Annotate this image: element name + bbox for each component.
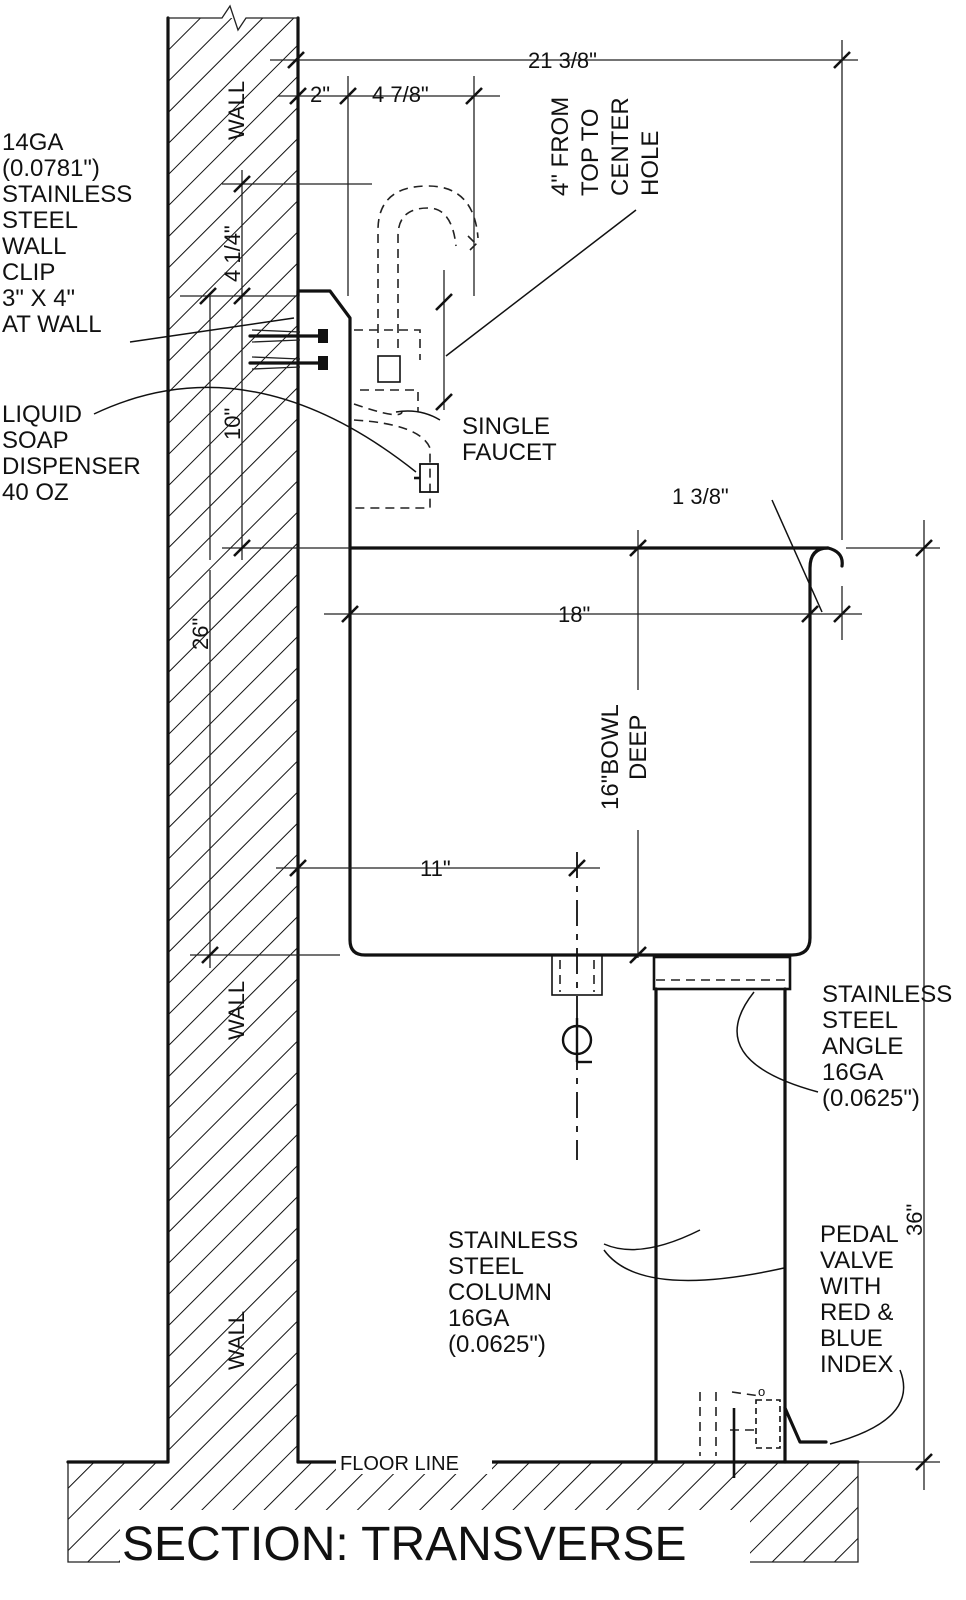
faucet [353,185,481,416]
floor-label-bg [336,1448,492,1474]
section-title: SECTION: TRANSVERSE [122,1518,687,1571]
note-hole-location: 4" FROM TOP TO CENTER HOLE [547,90,664,196]
dim-clip-to-rim: 10" [220,408,245,440]
note-angle: STAINLESS STEEL ANGLE 16GA (0.0625") [822,981,959,1112]
note-faucet: SINGLE FAUCET [462,413,557,466]
column [652,955,792,1464]
dim-drain-offset: 11" [420,856,451,881]
leader-lines [93,209,905,1445]
dim-clip-to-bottom: 26" [188,618,213,650]
note-hole-line-4: HOLE [637,131,664,196]
dim-faucet-spread: 4 7/8" [372,82,429,107]
dim-bowl-depth: 16"BOWL DEEP [597,698,652,810]
note-hole-line-2: TOP TO [577,108,604,196]
title-background [120,1510,750,1570]
dim-rim-lip: 1 3/8" [672,484,729,509]
valve-index-mark: o [758,1384,765,1399]
dim-overall-width: 21 3/8" [528,48,597,73]
soap-dispenser [353,419,439,509]
dim-wall-to-faucet: 2" [310,82,330,107]
dim-faucet-height: 4 1/4" [220,225,245,282]
sink-bowl [348,546,844,957]
wall-clip [248,289,352,550]
note-soap-dispenser: LIQUID SOAP DISPENSER 40 OZ [2,401,147,506]
floor-line-label: FLOOR LINE [340,1453,459,1475]
wall-section [166,4,300,1464]
wall-label-bottom: WALL [224,1311,249,1370]
centerline-symbol [561,1018,593,1064]
dim-bowl-depth-line-2: DEEP [625,715,652,780]
dim-bowl-depth-line-1: 16"BOWL [597,704,624,810]
bowl-depth-bg [598,690,658,830]
dim-bowl-width: 18" [558,602,590,627]
note-hole-line-3: CENTER [607,97,634,196]
wall-label-middle: WALL [224,981,249,1040]
dim-overall-height: 36" [902,1204,927,1236]
wall-label-top: WALL [224,81,249,140]
dimension-lines [180,40,940,1490]
pedal-valve: o [699,1384,828,1478]
note-hole-line-1: 4" FROM [547,97,574,196]
note-column: STAINLESS STEEL COLUMN 16GA (0.0625") [448,1227,585,1358]
note-wall-clip: 14GA (0.0781") STAINLESS STEEL WALL CLIP… [2,129,139,338]
note-pedal-valve: PEDAL VALVE WITH RED & BLUE INDEX [820,1221,904,1378]
